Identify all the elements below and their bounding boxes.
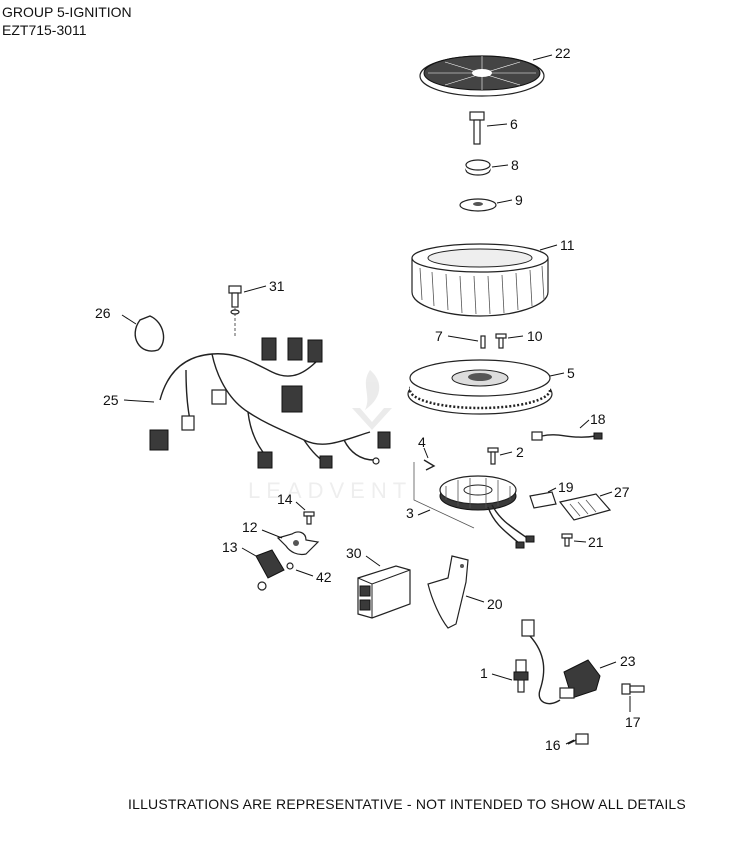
callout-25: 25 (103, 392, 119, 408)
part-26-strap (134, 315, 165, 352)
part-21-screw (561, 533, 573, 547)
part-10-screw (495, 333, 507, 349)
part-7-pin (480, 335, 486, 349)
callout-labels: 22 6 8 9 11 31 26 7 10 5 25 18 4 2 19 27… (95, 45, 641, 753)
part-8-washer (465, 159, 491, 176)
part-16-clip (567, 733, 589, 745)
callout-14: 14 (277, 491, 293, 507)
callout-7: 7 (435, 328, 443, 344)
part-3-stator (439, 475, 535, 549)
part-6-bolt (469, 111, 485, 145)
callout-3: 3 (406, 505, 414, 521)
callout-11: 11 (560, 237, 575, 253)
part-17-bolt (621, 683, 645, 695)
part-5-flywheel (407, 359, 553, 415)
part-18-wire (531, 431, 603, 441)
part-4-clip (423, 459, 436, 471)
callout-17: 17 (625, 714, 641, 730)
callout-12: 12 (242, 519, 258, 535)
callout-23: 23 (620, 653, 636, 669)
part-19-module (529, 491, 557, 509)
callout-26: 26 (95, 305, 111, 321)
group-title: GROUP 5-IGNITION (2, 4, 132, 20)
part-30-ecu (357, 565, 411, 619)
part-42-nut (286, 562, 294, 570)
part-22-screen (419, 55, 545, 97)
callout-1: 1 (480, 665, 488, 681)
callout-8: 8 (511, 157, 519, 173)
callout-16: 16 (545, 737, 561, 753)
callout-6: 6 (510, 116, 518, 132)
model-code: EZT715-3011 (2, 22, 87, 38)
callout-5: 5 (567, 365, 575, 381)
callout-22: 22 (555, 45, 571, 61)
callout-9: 9 (515, 192, 523, 208)
disclaimer-footer: ILLUSTRATIONS ARE REPRESENTATIVE - NOT I… (128, 796, 686, 812)
callout-21: 21 (588, 534, 604, 550)
callout-19: 19 (558, 479, 574, 495)
part-25-harness (149, 337, 391, 469)
watermark-text: LEADVENT (248, 478, 412, 503)
part-9-washer (459, 198, 497, 212)
callout-13: 13 (222, 539, 238, 555)
part-12-bracket (276, 531, 320, 556)
part-14-screw (303, 511, 315, 525)
callout-2: 2 (516, 444, 524, 460)
watermark: LEADVENT (248, 370, 412, 503)
callout-4: 4 (418, 434, 426, 450)
callout-10: 10 (527, 328, 543, 344)
callout-31: 31 (269, 278, 285, 294)
callout-30: 30 (346, 545, 362, 561)
part-13-sensor (255, 549, 285, 591)
part-31-bolt (228, 285, 242, 338)
callout-20: 20 (487, 596, 503, 612)
part-2-screw (487, 447, 499, 465)
part-23-coil (521, 619, 601, 705)
callout-27: 27 (614, 484, 630, 500)
callout-42: 42 (316, 569, 332, 585)
part-11-fan (411, 243, 549, 317)
part-1-spark-plug (513, 659, 529, 693)
part-20-bracket (427, 555, 469, 629)
callout-18: 18 (590, 411, 606, 427)
part-27-regulator (558, 493, 612, 521)
